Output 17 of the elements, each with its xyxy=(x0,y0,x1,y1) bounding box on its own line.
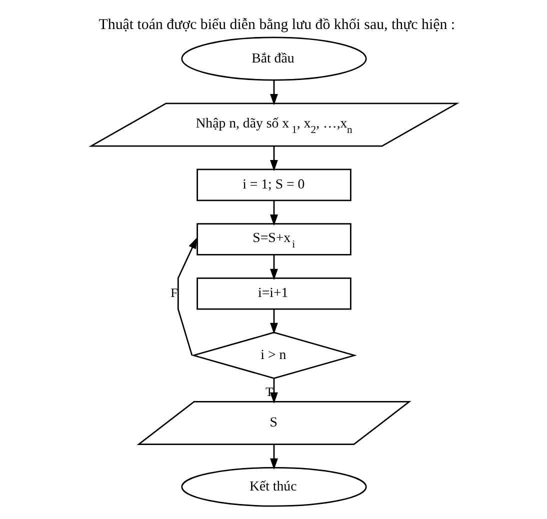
arrow xyxy=(270,200,278,226)
arrow xyxy=(270,309,278,334)
diagram-title: Thuật toán được biểu diễn bằng lưu đồ khối sau, thực hiện : xyxy=(98,17,455,34)
arrow xyxy=(176,237,197,356)
edge-label: T xyxy=(264,384,273,399)
node-box: S=S+x$_{i}$ xyxy=(196,223,351,256)
arrow xyxy=(270,254,278,280)
node-diamond: i > n xyxy=(190,332,356,379)
arrow xyxy=(270,378,278,404)
edge-label: F xyxy=(170,286,178,300)
arrow xyxy=(270,80,278,106)
node-box: i = 1; S = 0 xyxy=(196,168,351,202)
node-box: i=i+1 xyxy=(196,277,351,310)
node-ellipse: Kết thúc xyxy=(180,467,366,507)
node-ellipse: Bắt đầu xyxy=(180,36,366,81)
arrow xyxy=(270,146,278,172)
arrow xyxy=(270,444,278,470)
